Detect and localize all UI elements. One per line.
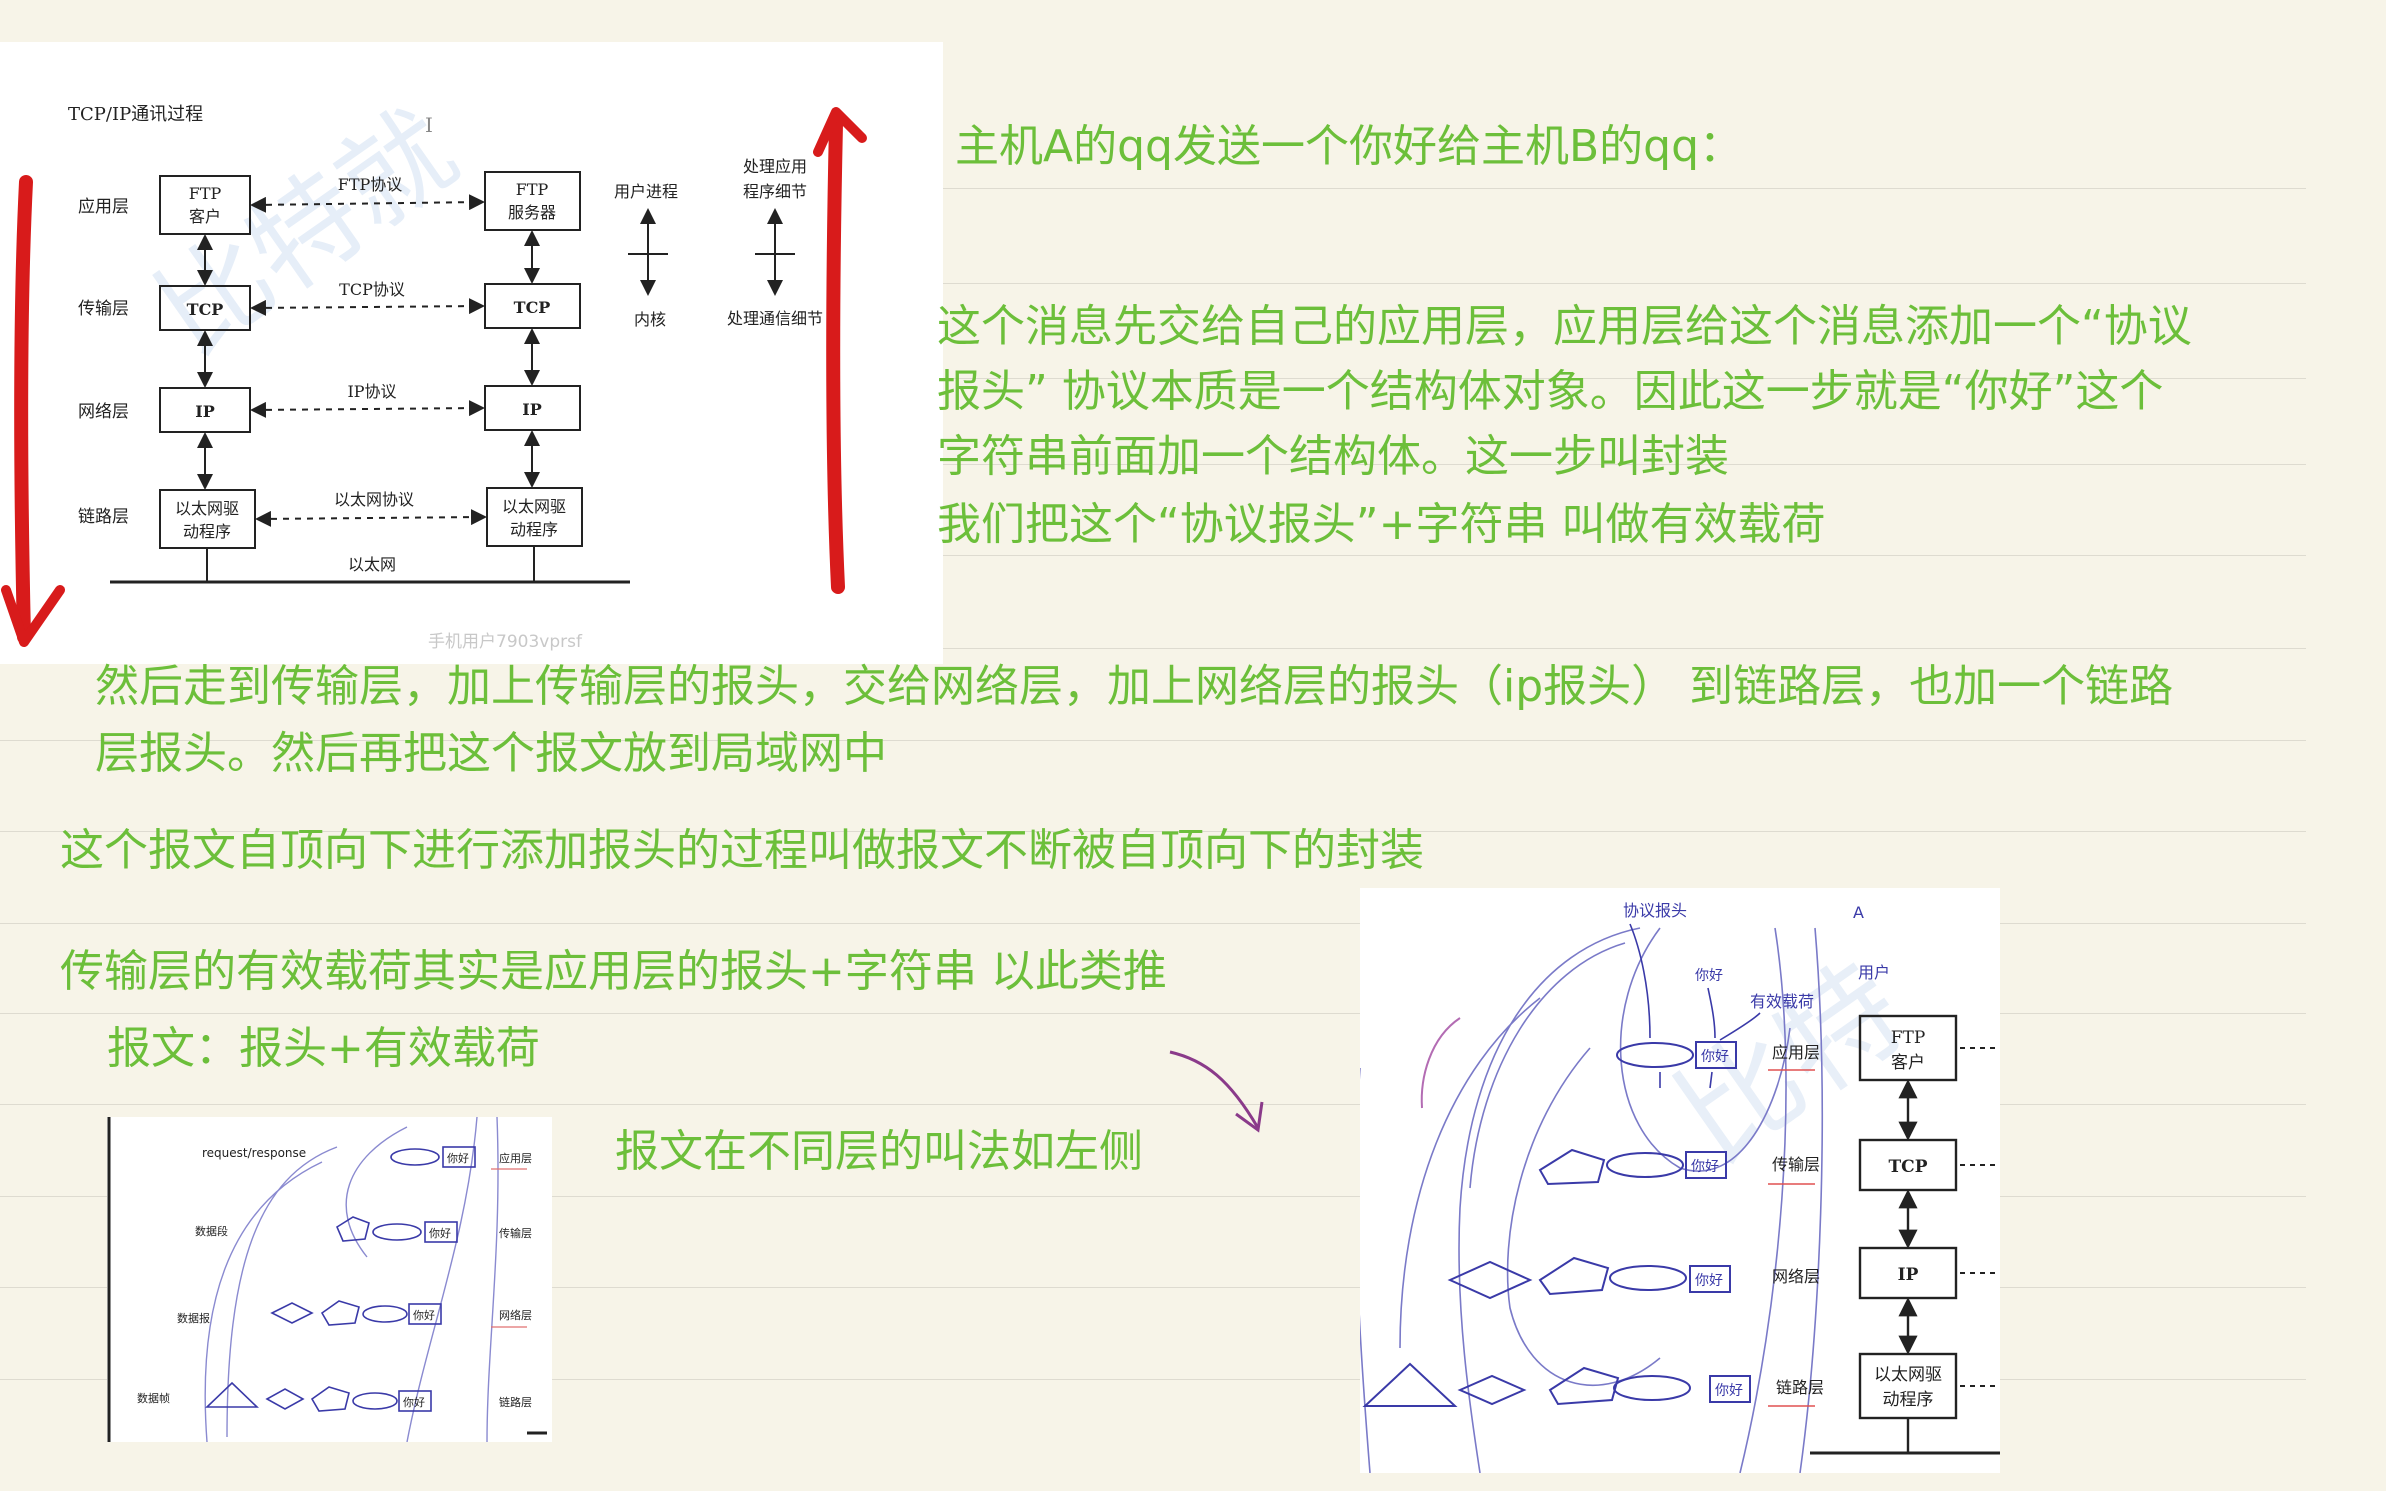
right-box-ftp-line1: FTP bbox=[516, 180, 549, 199]
right-box-eth-line2: 动程序 bbox=[510, 520, 558, 539]
right-payload-transport: 你好 bbox=[1691, 1159, 1719, 1175]
note-message: 报文：报头+有效载荷 bbox=[107, 1023, 540, 1074]
right-layer-transport: 传输层 bbox=[1772, 1155, 1820, 1174]
right-box-tcp: TCP bbox=[1889, 1157, 1928, 1177]
right-encap-diagram: 比特 协议报头 A 用户 你好 有效载荷 你好 应用层 你好 传输层 bbox=[1355, 901, 2000, 1474]
note-layer-names: 报文在不同层的叫法如左侧 bbox=[615, 1126, 1143, 1177]
right-encap-diagram-panel: 比特 协议报头 A 用户 你好 有效载荷 你好 应用层 你好 传输层 bbox=[1355, 888, 2000, 1474]
note-payload: 传输层的有效载荷其实是应用层的报头+字符串 以此类推 bbox=[60, 946, 1167, 997]
right-header-label: 协议报头 bbox=[1623, 901, 1687, 920]
note-line-1: 主机A的qq发送一个你好给主机B的qq： bbox=[955, 121, 1744, 172]
proto-ip: IP协议 bbox=[347, 382, 396, 401]
right-layer-link: 链路层 bbox=[1776, 1378, 1824, 1397]
right-payload-label: 有效载荷 bbox=[1750, 992, 1814, 1011]
diagram-title: TCP/IP通讯过程 bbox=[68, 104, 203, 125]
small-encap-diagram: request/response 数据段 数据报 数据帧 你好 应用层 你好 传… bbox=[107, 1116, 547, 1443]
note-para1-line3: 字符串前面加一个结构体。这一步叫封装 bbox=[937, 431, 1729, 482]
right-box-ftp-line1: FTP bbox=[1891, 1028, 1926, 1048]
right-box-tcp: TCP bbox=[514, 298, 551, 317]
right-user-label: 用户 bbox=[1858, 963, 1890, 982]
small-top-label: request/response bbox=[202, 1146, 306, 1160]
left-box-ftp-line1: FTP bbox=[189, 184, 222, 203]
small-layer-app: 应用层 bbox=[499, 1151, 532, 1165]
red-up-arrow bbox=[826, 117, 845, 594]
tcpip-diagram-panel: 比特就 TCP/IP通讯过程 I 应用层 传输层 网络层 链路层 FTP 客户 … bbox=[0, 42, 943, 664]
user-process-label: 用户进程 bbox=[614, 182, 678, 201]
note-encapsulation: 这个报文自顶向下进行添加报头的过程叫做报文不断被自顶向下的封装 bbox=[60, 825, 1424, 876]
right-a-label: A bbox=[1853, 903, 1864, 922]
right-payload-app: 你好 bbox=[1701, 1049, 1729, 1065]
small-payload-app: 你好 bbox=[447, 1151, 469, 1165]
right-payload-link: 你好 bbox=[1715, 1383, 1743, 1399]
right-payload-network: 你好 bbox=[1695, 1273, 1723, 1289]
small-encap-diagram-panel: request/response 数据段 数据报 数据帧 你好 应用层 你好 传… bbox=[107, 1116, 552, 1443]
right-dashed-stubs bbox=[1960, 1047, 2000, 1387]
small-layer-transport: 传输层 bbox=[499, 1226, 532, 1240]
layer-label-network: 网络层 bbox=[78, 402, 129, 422]
right-box-ftp-line2: 服务器 bbox=[508, 203, 556, 222]
right-layer-app: 应用层 bbox=[1772, 1043, 1820, 1062]
left-box-ip: IP bbox=[195, 402, 215, 421]
kernel-label: 内核 bbox=[634, 310, 666, 329]
layer-label-transport: 传输层 bbox=[78, 299, 129, 319]
watermark-user: 手机用户7903vprsf bbox=[428, 632, 583, 652]
small-payload-link: 你好 bbox=[403, 1395, 425, 1409]
vertical-arrows bbox=[197, 230, 540, 490]
app-detail-line2: 程序细节 bbox=[743, 182, 807, 201]
note-para1-line1: 这个消息先交给自己的应用层，应用层给这个消息添加一个“协议 bbox=[937, 301, 2192, 352]
left-box-eth-line1: 以太网驱 bbox=[175, 499, 239, 518]
tcpip-diagram: 比特就 TCP/IP通讯过程 I 应用层 传输层 网络层 链路层 FTP 客户 … bbox=[1, 85, 867, 652]
proto-tcp: TCP协议 bbox=[339, 280, 405, 299]
proto-ftp: FTP协议 bbox=[338, 175, 403, 194]
right-box-eth-line1: 以太网驱 bbox=[502, 497, 566, 516]
right-box-ip: IP bbox=[1898, 1265, 1919, 1285]
small-payload-transport: 你好 bbox=[429, 1226, 451, 1240]
right-payload-small: 你好 bbox=[1695, 968, 1723, 984]
protocol-arrows bbox=[250, 194, 487, 527]
comm-detail-label: 处理通信细节 bbox=[727, 309, 823, 328]
small-row-datagram: 数据报 bbox=[177, 1311, 210, 1325]
right-box-eth-line2: 动程序 bbox=[1883, 1390, 1934, 1410]
note-para1-line4: 我们把这个“协议报头”+字符串 叫做有效载荷 bbox=[937, 499, 1826, 550]
right-red-marks bbox=[1768, 1069, 1815, 1407]
small-layer-link: 链路层 bbox=[499, 1395, 532, 1409]
app-detail-line1: 处理应用 bbox=[743, 157, 807, 176]
red-down-arrow bbox=[14, 175, 33, 644]
small-payload-network: 你好 bbox=[413, 1308, 435, 1322]
bus-label: 以太网 bbox=[348, 555, 396, 574]
right-layer-network: 网络层 bbox=[1772, 1267, 1820, 1286]
left-box-ftp-line2: 客户 bbox=[189, 207, 221, 226]
layer-label-app: 应用层 bbox=[78, 197, 129, 217]
right-stack bbox=[484, 171, 583, 547]
small-row-segment: 数据段 bbox=[195, 1224, 228, 1238]
purple-pen-arrow bbox=[1169, 1050, 1264, 1133]
note-para2-line1: 然后走到传输层，加上传输层的报头，交给网络层，加上网络层的报头（ip报头） 到链… bbox=[95, 661, 2174, 712]
left-box-eth-line2: 动程序 bbox=[183, 522, 231, 541]
right-box-ip: IP bbox=[522, 400, 542, 419]
left-box-tcp: TCP bbox=[187, 300, 224, 319]
right-box-eth-line1: 以太网驱 bbox=[1874, 1365, 1942, 1385]
layer-label-link: 链路层 bbox=[78, 507, 129, 527]
small-envelope-curves bbox=[204, 1116, 499, 1443]
small-row-frame: 数据帧 bbox=[137, 1391, 170, 1405]
proto-eth: 以太网协议 bbox=[334, 490, 414, 509]
note-para2-line2: 层报头。然后再把这个报文放到局域网中 bbox=[95, 728, 887, 779]
note-para1-line2: 报头” 协议本质是一个结构体对象。因此这一步就是“你好”这个 bbox=[937, 366, 2164, 417]
right-pointer-arrows bbox=[1629, 923, 1761, 1089]
small-layer-network: 网络层 bbox=[499, 1308, 532, 1322]
cursor-glyph: I bbox=[425, 113, 433, 137]
right-box-ftp-line2: 客户 bbox=[1891, 1053, 1925, 1073]
